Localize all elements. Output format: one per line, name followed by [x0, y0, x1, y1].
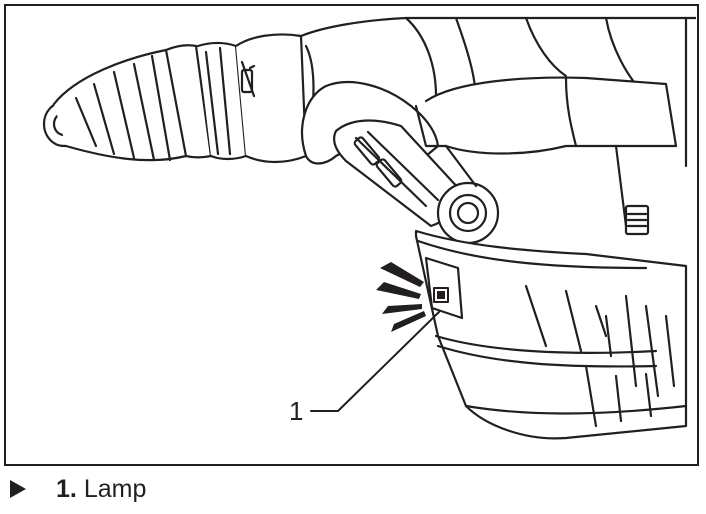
lamp-icon: [424, 256, 464, 320]
caption-number: 1.: [56, 475, 77, 503]
light-rays-icon: [376, 262, 426, 332]
figure-frame: 1: [4, 4, 699, 466]
right-triangle-marker-icon: [10, 480, 26, 498]
caption-label: Lamp: [83, 475, 147, 503]
callout-number: 1: [289, 396, 304, 426]
figure-caption: 1. Lamp: [8, 474, 146, 504]
callout-leader-line: [310, 311, 440, 412]
side-grip-icon: [301, 81, 500, 245]
chuck-icon: [42, 33, 308, 164]
rotary-hammer-drill-icon: [42, 16, 696, 440]
